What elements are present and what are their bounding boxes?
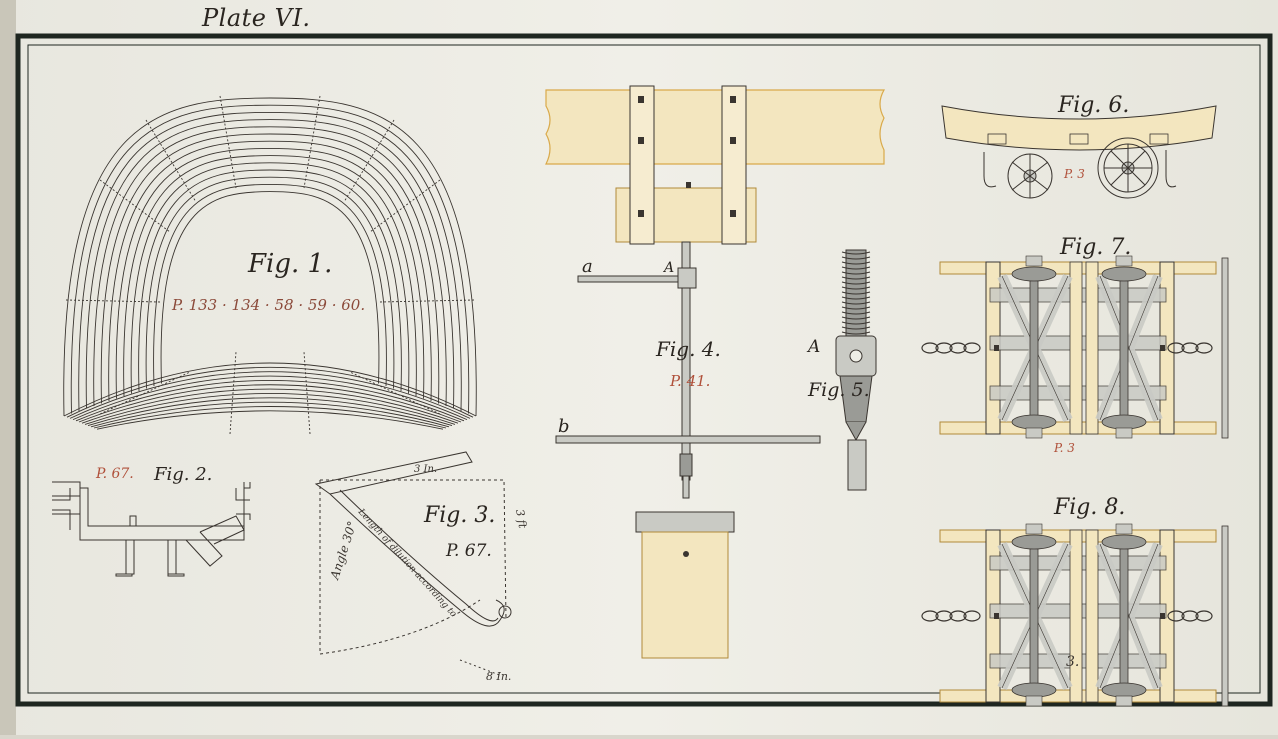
plate-border: [15, 33, 1273, 707]
fig2-reference: P. 67.: [95, 466, 134, 482]
figure-2-section: [52, 481, 251, 577]
figure-5-screw: [835, 249, 877, 491]
fig1-reference: P. 133 · 134 · 58 · 59 · 60.: [171, 296, 365, 314]
figure-3-sweep: [314, 451, 512, 677]
fig3-reference: P. 67.: [445, 541, 492, 561]
fig6-label: Fig. 6.: [1057, 93, 1129, 118]
figure-7-truck-plan: [921, 255, 1229, 439]
fig4-letter-b: b: [558, 416, 570, 437]
fig6-reference: P. 3: [1063, 167, 1085, 181]
fig1-label: Fig. 1.: [247, 249, 332, 279]
fig7-label: Fig. 7.: [1059, 235, 1131, 260]
fig8-reference: 3.: [1066, 654, 1079, 670]
fig3-dim-bottom: 8 In.: [486, 670, 511, 683]
binding-edge: [0, 0, 16, 735]
fig2-label: Fig. 2.: [153, 464, 212, 485]
figure-6-wagon: [941, 105, 1217, 199]
fig4-letter-a: a: [582, 256, 593, 277]
fig4-reference: P. 41.: [669, 372, 710, 390]
fig3-label: Fig. 3.: [423, 503, 495, 528]
fig7-reference: P. 3: [1053, 441, 1075, 455]
plate-title: Plate VI.: [202, 4, 311, 32]
figure-8-truck-plan: [921, 523, 1229, 707]
fig8-label: Fig. 8.: [1053, 495, 1125, 520]
fig3-dim-top: 3 In.: [414, 464, 437, 475]
fig3-dim-right: 3 ft: [513, 508, 529, 530]
fig4-label: Fig. 4.: [655, 337, 721, 361]
fig5-letter-A: A: [806, 337, 820, 357]
fig5-label: Fig. 5.: [807, 379, 870, 401]
fig4-letter-A: A: [662, 260, 674, 276]
figure-1-arch: [63, 95, 477, 435]
figure-4-apparatus: [545, 85, 886, 659]
